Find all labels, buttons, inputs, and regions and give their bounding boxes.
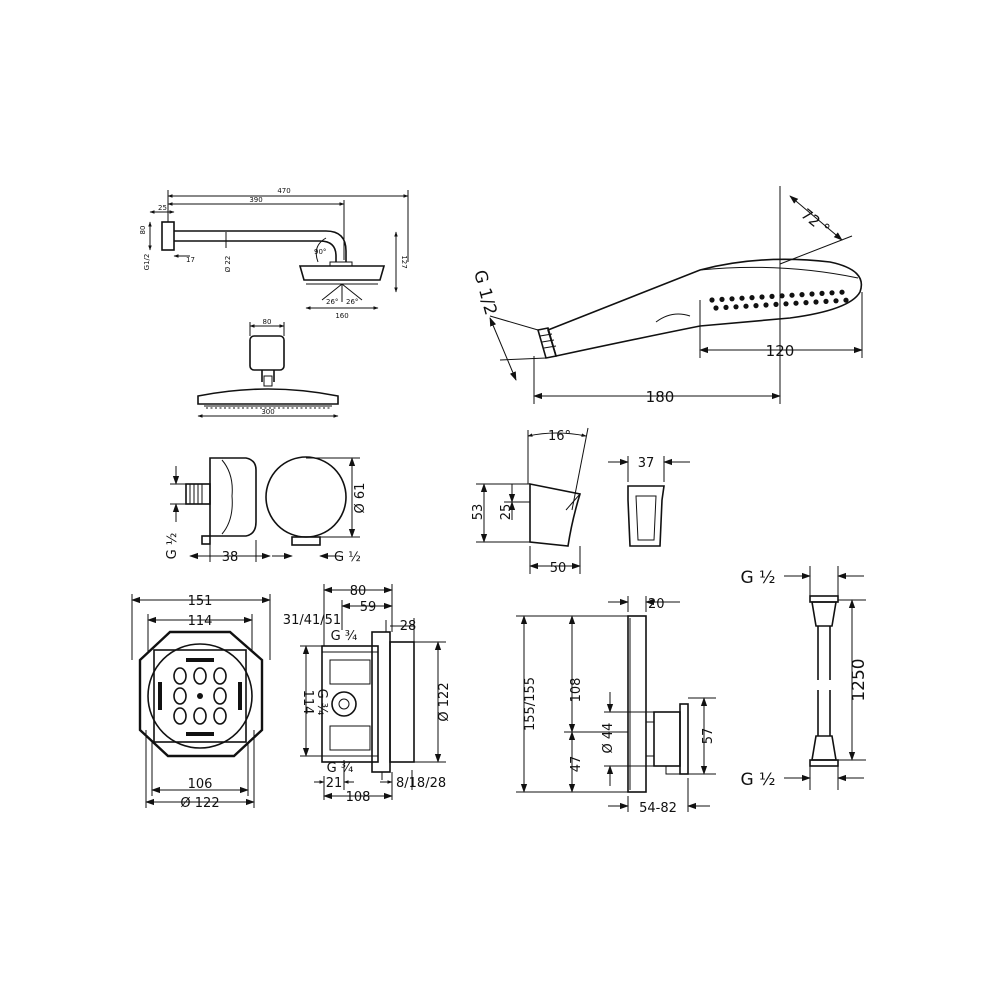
ibox-plate: 151 114 106 Ø 122 [131,594,271,811]
dim-155-155: 155/155 [523,677,538,731]
dim-g12-left: G ½ [165,533,180,560]
dim-114: 114 [188,614,213,629]
dim-180: 180 [646,388,675,406]
dim-114: 114 [300,690,315,715]
angle-16: 16° [548,429,571,444]
dim-47: 47 [569,756,584,773]
shower-holder: 16° 53 25 50 37 [471,427,690,576]
overhead-shower-front-view: 80 300 [197,318,339,418]
dim-57: 57 [701,728,716,745]
shower-hose: G ½ G ½ 1250 [740,566,869,790]
dim-31-41-51: 31/41/51 [283,613,341,628]
dim-37: 37 [638,456,655,471]
dim-8-18-28: 8/18/28 [396,776,446,791]
dim-50: 50 [550,561,567,576]
dim-1250: 1250 [849,658,869,701]
dim-300: 300 [261,408,274,416]
dim-106: 106 [188,777,213,792]
dim-53: 53 [471,504,486,521]
hand-shower: G 1/2 72 ° 120 180 [469,186,863,406]
overhead-shower-side-view: 470 390 25 80 G1/2 17 Ø 22 127 160 90° 2… [139,187,409,320]
angle-72: 72 ° [798,205,834,238]
dim-d122: Ø 122 [180,796,219,811]
dim-d61: Ø 61 [353,483,368,514]
dim-80: 80 [263,318,272,326]
dim-470: 470 [277,187,290,195]
dim-28: 28 [400,619,417,634]
dim-g12-top: G ½ [740,568,775,588]
dim-25: 25 [499,504,514,521]
ibox-side-view: 80 59 31/41/51 G ¾ 28 114 G ¾ Ø 122 G ¾ … [283,584,452,805]
dim-59: 59 [360,600,377,615]
spray-nozzles [709,289,849,311]
dim-g12-bottom: G ½ [740,770,775,790]
angle-90: 90° [314,248,326,256]
dim-80: 80 [139,226,147,235]
dim-20: 20 [648,597,665,612]
dim-21: 21 [326,776,343,791]
dim-g12-right: G ½ [334,550,361,565]
dim-54-82: 54-82 [639,801,677,816]
dim-17: 17 [186,256,195,264]
thermostat-side-view: 20 155/155 108 Ø 44 47 57 54-82 [516,596,716,816]
dim-160: 160 [335,312,348,320]
dim-g12: G 1/2 [469,268,500,318]
dim-g34-mid: G ¾ [314,689,329,716]
dim-38: 38 [222,550,239,565]
dim-d22: Ø 22 [224,256,232,273]
dim-120: 120 [766,342,795,360]
dim-151: 151 [188,594,213,609]
dim-127: 127 [400,255,408,268]
dim-g12: G1/2 [143,254,151,271]
plate-holes [173,667,227,725]
wall-outlet: G ½ 38 Ø 61 G ½ [165,456,368,565]
dim-108: 108 [346,790,371,805]
dim-d44: Ø 44 [601,723,616,754]
dim-g34-bot: G ¾ [327,761,354,776]
dim-80: 80 [350,584,367,599]
dim-g34-top: G ¾ [331,629,358,644]
angle-26-left: 26° [326,298,338,306]
dim-d122: Ø 122 [437,682,452,721]
dim-25: 25 [158,204,167,212]
angle-26-right: 26° [346,298,358,306]
dim-108: 108 [569,678,584,703]
dim-390: 390 [249,196,262,204]
